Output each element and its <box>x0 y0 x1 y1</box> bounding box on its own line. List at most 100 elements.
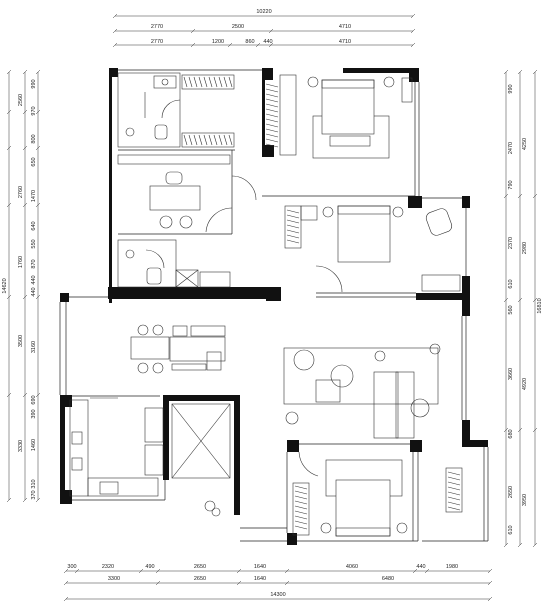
bathroom-2 <box>117 239 177 288</box>
dim-top-r1-1: 2500 <box>232 24 244 30</box>
dim-left-o-2: 1760 <box>18 256 24 268</box>
shower-head-icon <box>125 127 135 137</box>
bathroom-area <box>117 72 181 148</box>
dim-tick <box>532 427 538 433</box>
dim-tick <box>112 13 118 19</box>
room-study <box>117 154 257 233</box>
hanger-mark <box>223 76 228 88</box>
bed-2 <box>337 205 391 263</box>
dim-tick <box>63 596 69 602</box>
hanger-mark <box>265 93 279 98</box>
room-master-bedroom <box>279 74 413 159</box>
dim-tick <box>112 42 118 48</box>
fridge <box>144 407 164 443</box>
dim-tick <box>503 427 509 433</box>
wardrobe <box>445 467 463 513</box>
hanger-mark <box>286 209 300 214</box>
hanger-mark <box>208 134 213 146</box>
dim-tick <box>410 13 416 19</box>
wall-column <box>60 293 69 302</box>
dim-right-i-0: 990 <box>508 84 514 93</box>
dim-tick <box>268 28 274 34</box>
dim-tick <box>532 193 538 199</box>
dim-bot-r1-7: 1980 <box>446 564 458 570</box>
lamp-icon <box>396 522 408 534</box>
wall-column <box>60 395 72 407</box>
wall-column <box>408 196 422 208</box>
dim-left-o-1: 2760 <box>18 186 24 198</box>
dim-tick <box>63 568 69 574</box>
dim-bot-r1-0: 300 <box>67 564 76 570</box>
dim-tick <box>532 542 538 548</box>
door-swing <box>231 175 257 201</box>
rug <box>283 347 439 405</box>
hanger-mark <box>265 138 279 143</box>
dim-left-i-12: 390 <box>31 409 37 418</box>
hanger-mark <box>447 481 461 486</box>
door-swing <box>298 451 319 477</box>
dim-tick <box>255 42 261 48</box>
dim-bot-r1-5: 4060 <box>346 564 358 570</box>
kitchen-counter <box>87 477 159 497</box>
dim-tick <box>190 42 196 48</box>
dimension-ticks <box>6 13 538 602</box>
dim-right-i-9: 610 <box>508 525 514 534</box>
dim-top-r2-3: 440 <box>263 39 272 45</box>
ottoman <box>315 379 341 403</box>
dim-bot-r2-2: 1640 <box>254 576 266 582</box>
wardrobe <box>181 74 235 90</box>
wall-shaft-right <box>234 395 240 515</box>
hanger-mark <box>447 486 461 491</box>
hanger-mark <box>294 500 308 505</box>
dim-tick <box>112 28 118 34</box>
wall-column <box>409 68 419 82</box>
hanger-mark <box>294 510 308 515</box>
desk <box>149 185 201 211</box>
basin-counter <box>153 75 177 89</box>
hanger-mark <box>213 134 218 146</box>
wall-shaft-left <box>163 395 169 480</box>
dim-tick <box>517 69 523 75</box>
door-swing <box>145 249 165 269</box>
wall-column <box>266 287 281 301</box>
wardrobe <box>284 205 302 249</box>
armchair-icon <box>293 349 315 371</box>
dim-left-i-4: 1470 <box>31 190 37 202</box>
wall-east-return <box>462 440 488 447</box>
hanger-mark <box>286 219 300 224</box>
dim-tick <box>412 568 418 574</box>
dim-tick <box>532 69 538 75</box>
hanger-mark <box>294 485 308 490</box>
dim-bot-r2-0: 3300 <box>108 576 120 582</box>
dim-tick <box>63 580 69 586</box>
bed-headboard <box>321 79 375 89</box>
elevator-car <box>171 403 231 479</box>
dim-left-i-15: 370 <box>31 490 37 499</box>
side-table <box>410 398 430 418</box>
hanger-mark <box>223 134 228 146</box>
dim-bot-r2-3: 6480 <box>382 576 394 582</box>
dim-top-r1-2: 4710 <box>339 24 351 30</box>
cabinet <box>144 444 164 476</box>
hanger-mark <box>265 123 279 128</box>
dim-top-r2-0: 2770 <box>151 39 163 45</box>
hanger-mark <box>294 490 308 495</box>
dim-tick <box>22 202 28 208</box>
sofa-back <box>373 371 399 439</box>
dim-tick <box>190 28 196 34</box>
dim-tick <box>410 28 416 34</box>
lamp-icon <box>320 522 332 534</box>
dim-tick <box>236 580 242 586</box>
dim-bot-r2-1: 2650 <box>194 576 206 582</box>
dining-table <box>130 336 170 360</box>
hanger-mark <box>447 476 461 481</box>
desk <box>421 274 461 292</box>
hanger-mark <box>294 525 308 530</box>
dim-tick <box>155 568 161 574</box>
room-dining <box>130 324 226 374</box>
lamp-icon <box>322 206 334 218</box>
elevator-x <box>171 403 231 479</box>
hanger-mark <box>208 76 213 88</box>
dim-tick <box>6 145 12 151</box>
dim-bot-r1-2: 490 <box>145 564 154 570</box>
